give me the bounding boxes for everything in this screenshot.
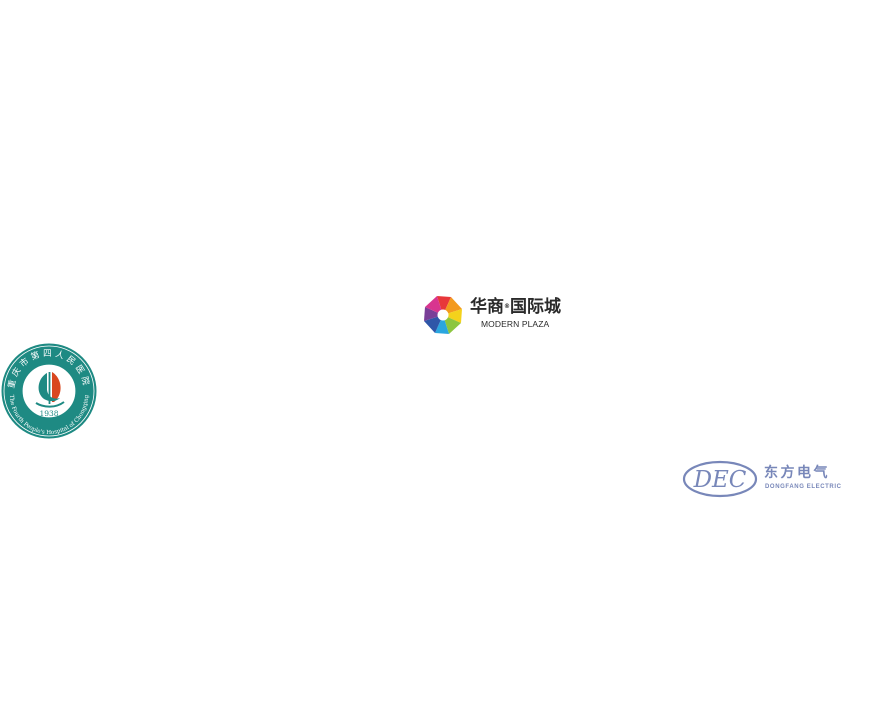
dec-mark-text: DEC (693, 467, 747, 493)
hospital-seal: 重庆市第四人民医院 The Fourth People's Hospital o… (0, 342, 98, 440)
hospital-founding-year: 1938 (39, 409, 58, 418)
flag-icon (52, 372, 61, 402)
dongfang-name-cn: 东方电气 (764, 465, 830, 481)
modern-plaza-name-en: MODERN PLAZA (481, 319, 550, 329)
dec-ellipse-mark: DEC (682, 460, 758, 498)
hospital-emblem: 重庆市第四人民医院 The Fourth People's Hospital o… (1, 343, 97, 439)
pinwheel-icon (424, 296, 462, 334)
dongfang-electric-logo: DEC 东方电气 DONGFANG ELECTRIC (682, 458, 848, 502)
modern-plaza-logo: 华商®国际城 MODERN PLAZA (420, 292, 570, 338)
modern-plaza-name-cn: 华商®国际城 (470, 297, 561, 317)
dongfang-name-en: DONGFANG ELECTRIC (765, 484, 842, 490)
